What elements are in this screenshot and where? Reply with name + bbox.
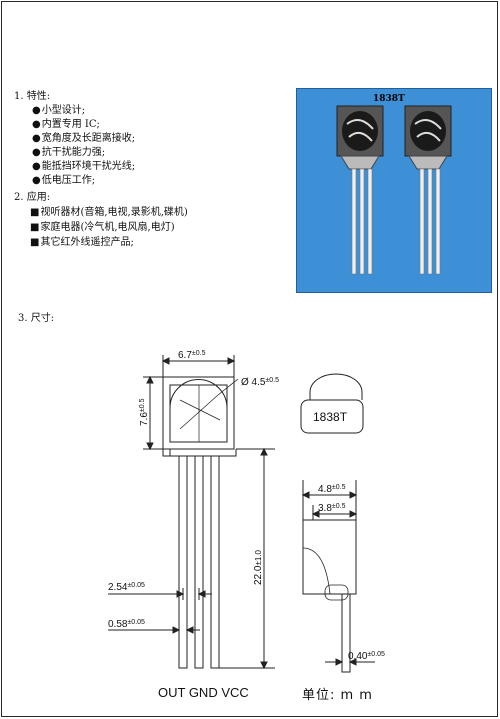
sensor-left — [336, 105, 384, 275]
applications-heading: 2. 应用: — [14, 192, 51, 203]
photo-label: 1838T — [373, 94, 405, 104]
feature-item: ●能抵挡环境干扰光线; — [32, 161, 136, 172]
feature-item: ●低电压工作; — [32, 175, 96, 186]
product-photo: 1838T — [296, 88, 492, 293]
feature-item: ●内置专用 IC; — [32, 119, 100, 130]
unit-label: 单位: m m — [302, 688, 373, 703]
sensor-right — [404, 105, 452, 275]
application-item: ■家庭电器(冷气机,电风扇,电灯) — [30, 222, 175, 233]
sensor-photo-illustration — [336, 105, 452, 275]
application-item: ■视听器材(音箱,电视,录影机,碟机) — [30, 207, 188, 218]
dimensions-heading: 3. 尺寸: — [18, 313, 55, 324]
application-item: ■其它红外线遥控产品; — [30, 237, 134, 248]
feature-item: ●宽角度及长距离接收; — [32, 133, 136, 144]
feature-item: ●抗干扰能力强; — [32, 147, 106, 158]
features-heading: 1. 特性: — [14, 91, 51, 102]
feature-item: ●小型设计; — [32, 105, 86, 116]
